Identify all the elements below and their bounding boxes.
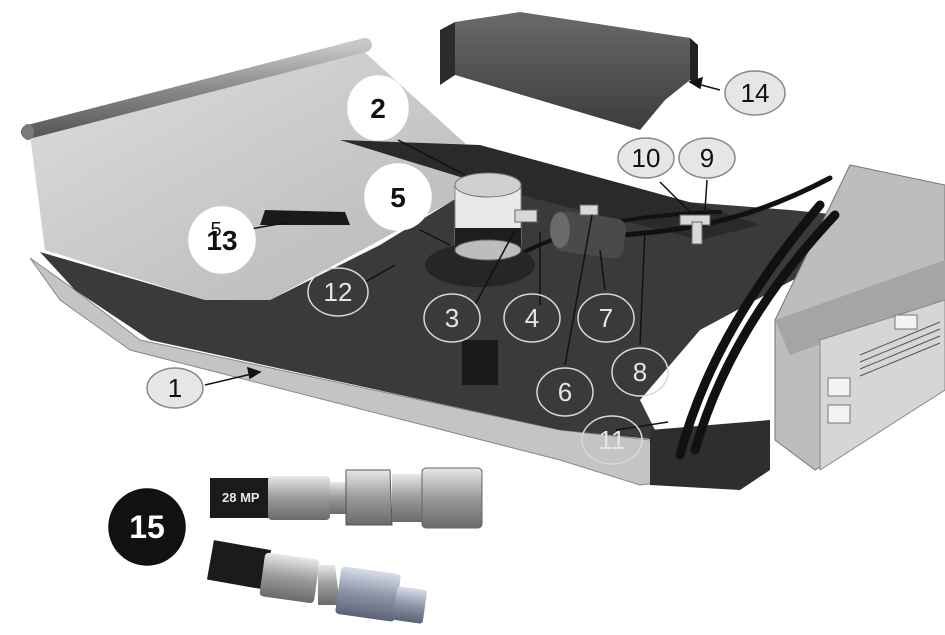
callout-10: 10 bbox=[617, 137, 675, 179]
cover-lid bbox=[440, 12, 698, 130]
callout-number: 14 bbox=[741, 78, 770, 108]
callout-number: 5 bbox=[390, 182, 406, 213]
callout-bubble bbox=[146, 367, 204, 409]
callout-bubble bbox=[364, 163, 432, 231]
callout-3: 3 bbox=[423, 293, 481, 343]
hose-marking: 28 MP bbox=[222, 490, 260, 505]
callout-number: 8 bbox=[633, 357, 647, 387]
callout-8: 8 bbox=[611, 347, 669, 397]
right-end-housing bbox=[774, 164, 945, 471]
callout-bubble bbox=[347, 75, 409, 141]
fittings bbox=[514, 204, 711, 245]
filter-canister bbox=[550, 211, 627, 259]
callout-bubble bbox=[188, 206, 256, 274]
callout-bubble bbox=[423, 293, 481, 343]
callout-bubble bbox=[503, 293, 561, 343]
callout-bubble bbox=[307, 267, 369, 317]
front-skirt bbox=[650, 420, 770, 490]
callout-bubble bbox=[617, 137, 675, 179]
callout-11: 11 bbox=[581, 415, 643, 465]
callout-13: 135 bbox=[188, 206, 256, 274]
callout-bubble bbox=[581, 415, 643, 465]
callout-number: 3 bbox=[445, 303, 459, 333]
callout-6: 6 bbox=[536, 367, 594, 417]
callout-number: 13 bbox=[206, 225, 237, 256]
callout-number: 10 bbox=[632, 143, 661, 173]
callout-number: 9 bbox=[700, 143, 714, 173]
callout-9: 9 bbox=[678, 137, 736, 179]
callout-bubble bbox=[108, 488, 186, 566]
callout-2: 2 bbox=[347, 75, 409, 141]
callout-number: 6 bbox=[558, 377, 572, 407]
drain-spout bbox=[462, 340, 498, 385]
callout-15: 15 bbox=[108, 488, 186, 566]
callout-bubble bbox=[577, 293, 635, 343]
callout-12: 12 bbox=[307, 267, 369, 317]
callout-number: 7 bbox=[599, 303, 613, 333]
pan-floor bbox=[40, 175, 840, 440]
callout-number: 4 bbox=[525, 303, 539, 333]
callout-overprint: 5 bbox=[210, 219, 221, 241]
callout-bubble bbox=[611, 347, 669, 397]
callout-bubble bbox=[678, 137, 736, 179]
callout-bubble bbox=[724, 70, 786, 116]
callout-number: 2 bbox=[370, 93, 386, 124]
callout-number: 15 bbox=[129, 509, 165, 545]
callout-number: 1 bbox=[168, 373, 182, 403]
callout-7: 7 bbox=[577, 293, 635, 343]
pump-motor bbox=[425, 172, 535, 287]
callout-5: 5 bbox=[364, 163, 432, 231]
leader-lines bbox=[204, 76, 721, 431]
decal-plate bbox=[260, 210, 350, 225]
callout-bubble bbox=[536, 367, 594, 417]
callout-number: 12 bbox=[324, 277, 353, 307]
callout-14: 14 bbox=[724, 70, 786, 116]
coupler-inset: 28 MP bbox=[206, 467, 483, 624]
callout-number: 11 bbox=[599, 425, 626, 455]
callout-4: 4 bbox=[503, 293, 561, 343]
callout-1: 1 bbox=[146, 367, 204, 409]
top-rod bbox=[21, 38, 372, 140]
